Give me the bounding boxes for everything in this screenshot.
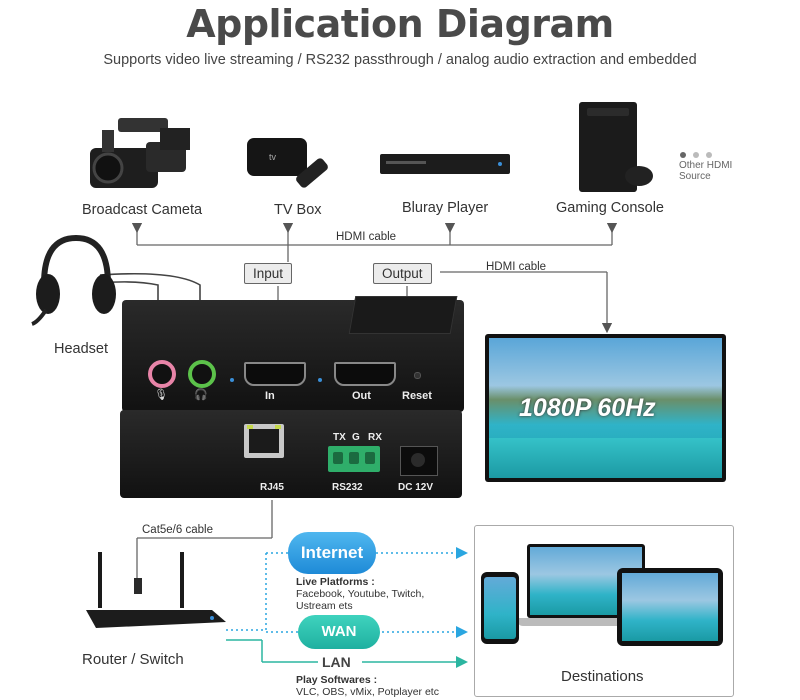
hdmi-cable-label-right: HDMI cable xyxy=(486,261,547,273)
dc-socket xyxy=(411,453,425,467)
rj45-port[interactable] xyxy=(244,424,284,458)
terminal-pin xyxy=(349,452,359,464)
wan-cloud: WAN xyxy=(298,615,380,649)
wan-label: WAN xyxy=(321,623,357,640)
hdmi-out-label: Out xyxy=(352,390,371,402)
dc-power-jack[interactable] xyxy=(400,446,438,476)
live-platforms-title: Live Platforms : xyxy=(296,576,375,588)
network-dotted xyxy=(226,547,468,638)
lan-line xyxy=(226,639,468,668)
router-image xyxy=(82,548,232,638)
hdmi-source-bus xyxy=(131,222,618,300)
page-title: Application Diagram xyxy=(186,2,614,46)
phone-screen xyxy=(484,577,516,639)
live-platforms: Live Platforms : Facebook, Youtube, Twit… xyxy=(296,576,424,612)
play-softwares: Play Softwares : VLC, OBS, vMix, Potplay… xyxy=(296,674,439,698)
pagination-dots xyxy=(680,145,712,163)
bluray-image xyxy=(380,152,510,180)
mic-icon: 🎙 xyxy=(154,389,168,401)
hdmi-cable-label-top: HDMI cable xyxy=(336,231,397,243)
source-label-bluray: Bluray Player xyxy=(402,200,489,216)
svg-text:tv: tv xyxy=(269,152,277,162)
rj45-socket xyxy=(249,429,279,453)
tvbox-image: tv xyxy=(245,128,350,193)
rj45-led-right xyxy=(275,425,281,429)
internet-cloud: Internet xyxy=(288,532,376,574)
display-tv: 1080P 60Hz xyxy=(485,334,726,482)
page-subtitle: Supports video live streaming / RS232 pa… xyxy=(103,52,697,68)
lan-label: LAN xyxy=(322,654,351,670)
reset-button[interactable] xyxy=(414,372,421,379)
output-tag: Output xyxy=(373,263,432,284)
destinations-label: Destinations xyxy=(561,668,644,685)
display-screen xyxy=(489,338,722,478)
source-label-console: Gaming Console xyxy=(556,200,664,216)
internet-label: Internet xyxy=(300,543,364,562)
rj45-led-left xyxy=(247,425,253,429)
cat-cable-label: Cat5e/6 cable xyxy=(142,524,213,536)
other-hdmi-line1: Other HDMI xyxy=(679,160,733,171)
hdmi-in-port[interactable] xyxy=(244,362,306,386)
camera-image xyxy=(88,110,198,195)
play-softwares-title: Play Softwares : xyxy=(296,674,378,686)
terminal-pin xyxy=(365,452,375,464)
rs232-terminal[interactable] xyxy=(328,446,380,472)
lagoon-water xyxy=(489,438,722,478)
input-tag: Input xyxy=(244,263,293,284)
mic-jack[interactable] xyxy=(148,360,176,388)
dc-label: DC 12V xyxy=(398,482,434,493)
source-label-camera: Broadcast Cameta xyxy=(82,202,203,218)
other-hdmi-source-label: Other HDMI Source xyxy=(679,160,732,182)
rs232-tx-label: TX xyxy=(333,432,346,443)
other-hdmi-line2: Source xyxy=(679,171,711,182)
encoder-front-panel: 🎙 🎧 In Out Reset xyxy=(122,296,464,412)
phone-image xyxy=(481,572,519,644)
source-label-tvbox: TV Box xyxy=(274,202,322,218)
tablet-screen xyxy=(622,573,718,641)
live-platforms-line2: Ustream ets xyxy=(296,600,353,612)
terminal-pin xyxy=(333,452,343,464)
tablet-image xyxy=(617,568,723,646)
hdmi-out-port[interactable] xyxy=(334,362,396,386)
cat-cable xyxy=(136,500,273,580)
display-resolution-text: 1080P 60Hz xyxy=(519,394,656,422)
device-top-plate xyxy=(348,296,458,334)
destinations-box: Destinations xyxy=(474,525,734,697)
hdmi-out-led xyxy=(318,378,322,382)
rj45-label: RJ45 xyxy=(260,482,284,493)
laptop-base xyxy=(517,618,655,626)
encoder-rear-panel: RJ45 TX G RX RS232 DC 12V xyxy=(120,410,462,498)
reset-label: Reset xyxy=(402,390,432,402)
rs232-g-label: G xyxy=(352,432,360,443)
rs232-rx-label: RX xyxy=(368,432,382,443)
hdmi-in-label: In xyxy=(265,390,275,402)
router-label: Router / Switch xyxy=(82,651,184,668)
rs232-label: RS232 xyxy=(332,482,363,493)
headset-label: Headset xyxy=(54,341,109,357)
headphone-jack[interactable] xyxy=(188,360,216,388)
hdmi-in-led xyxy=(230,378,234,382)
play-softwares-line1: VLC, OBS, vMix, Potplayer etc xyxy=(296,686,439,698)
console-image xyxy=(577,100,657,195)
headphone-icon: 🎧 xyxy=(194,389,208,401)
live-platforms-line1: Facebook, Youtube, Twitch, xyxy=(296,588,425,600)
headset-image xyxy=(28,232,118,337)
